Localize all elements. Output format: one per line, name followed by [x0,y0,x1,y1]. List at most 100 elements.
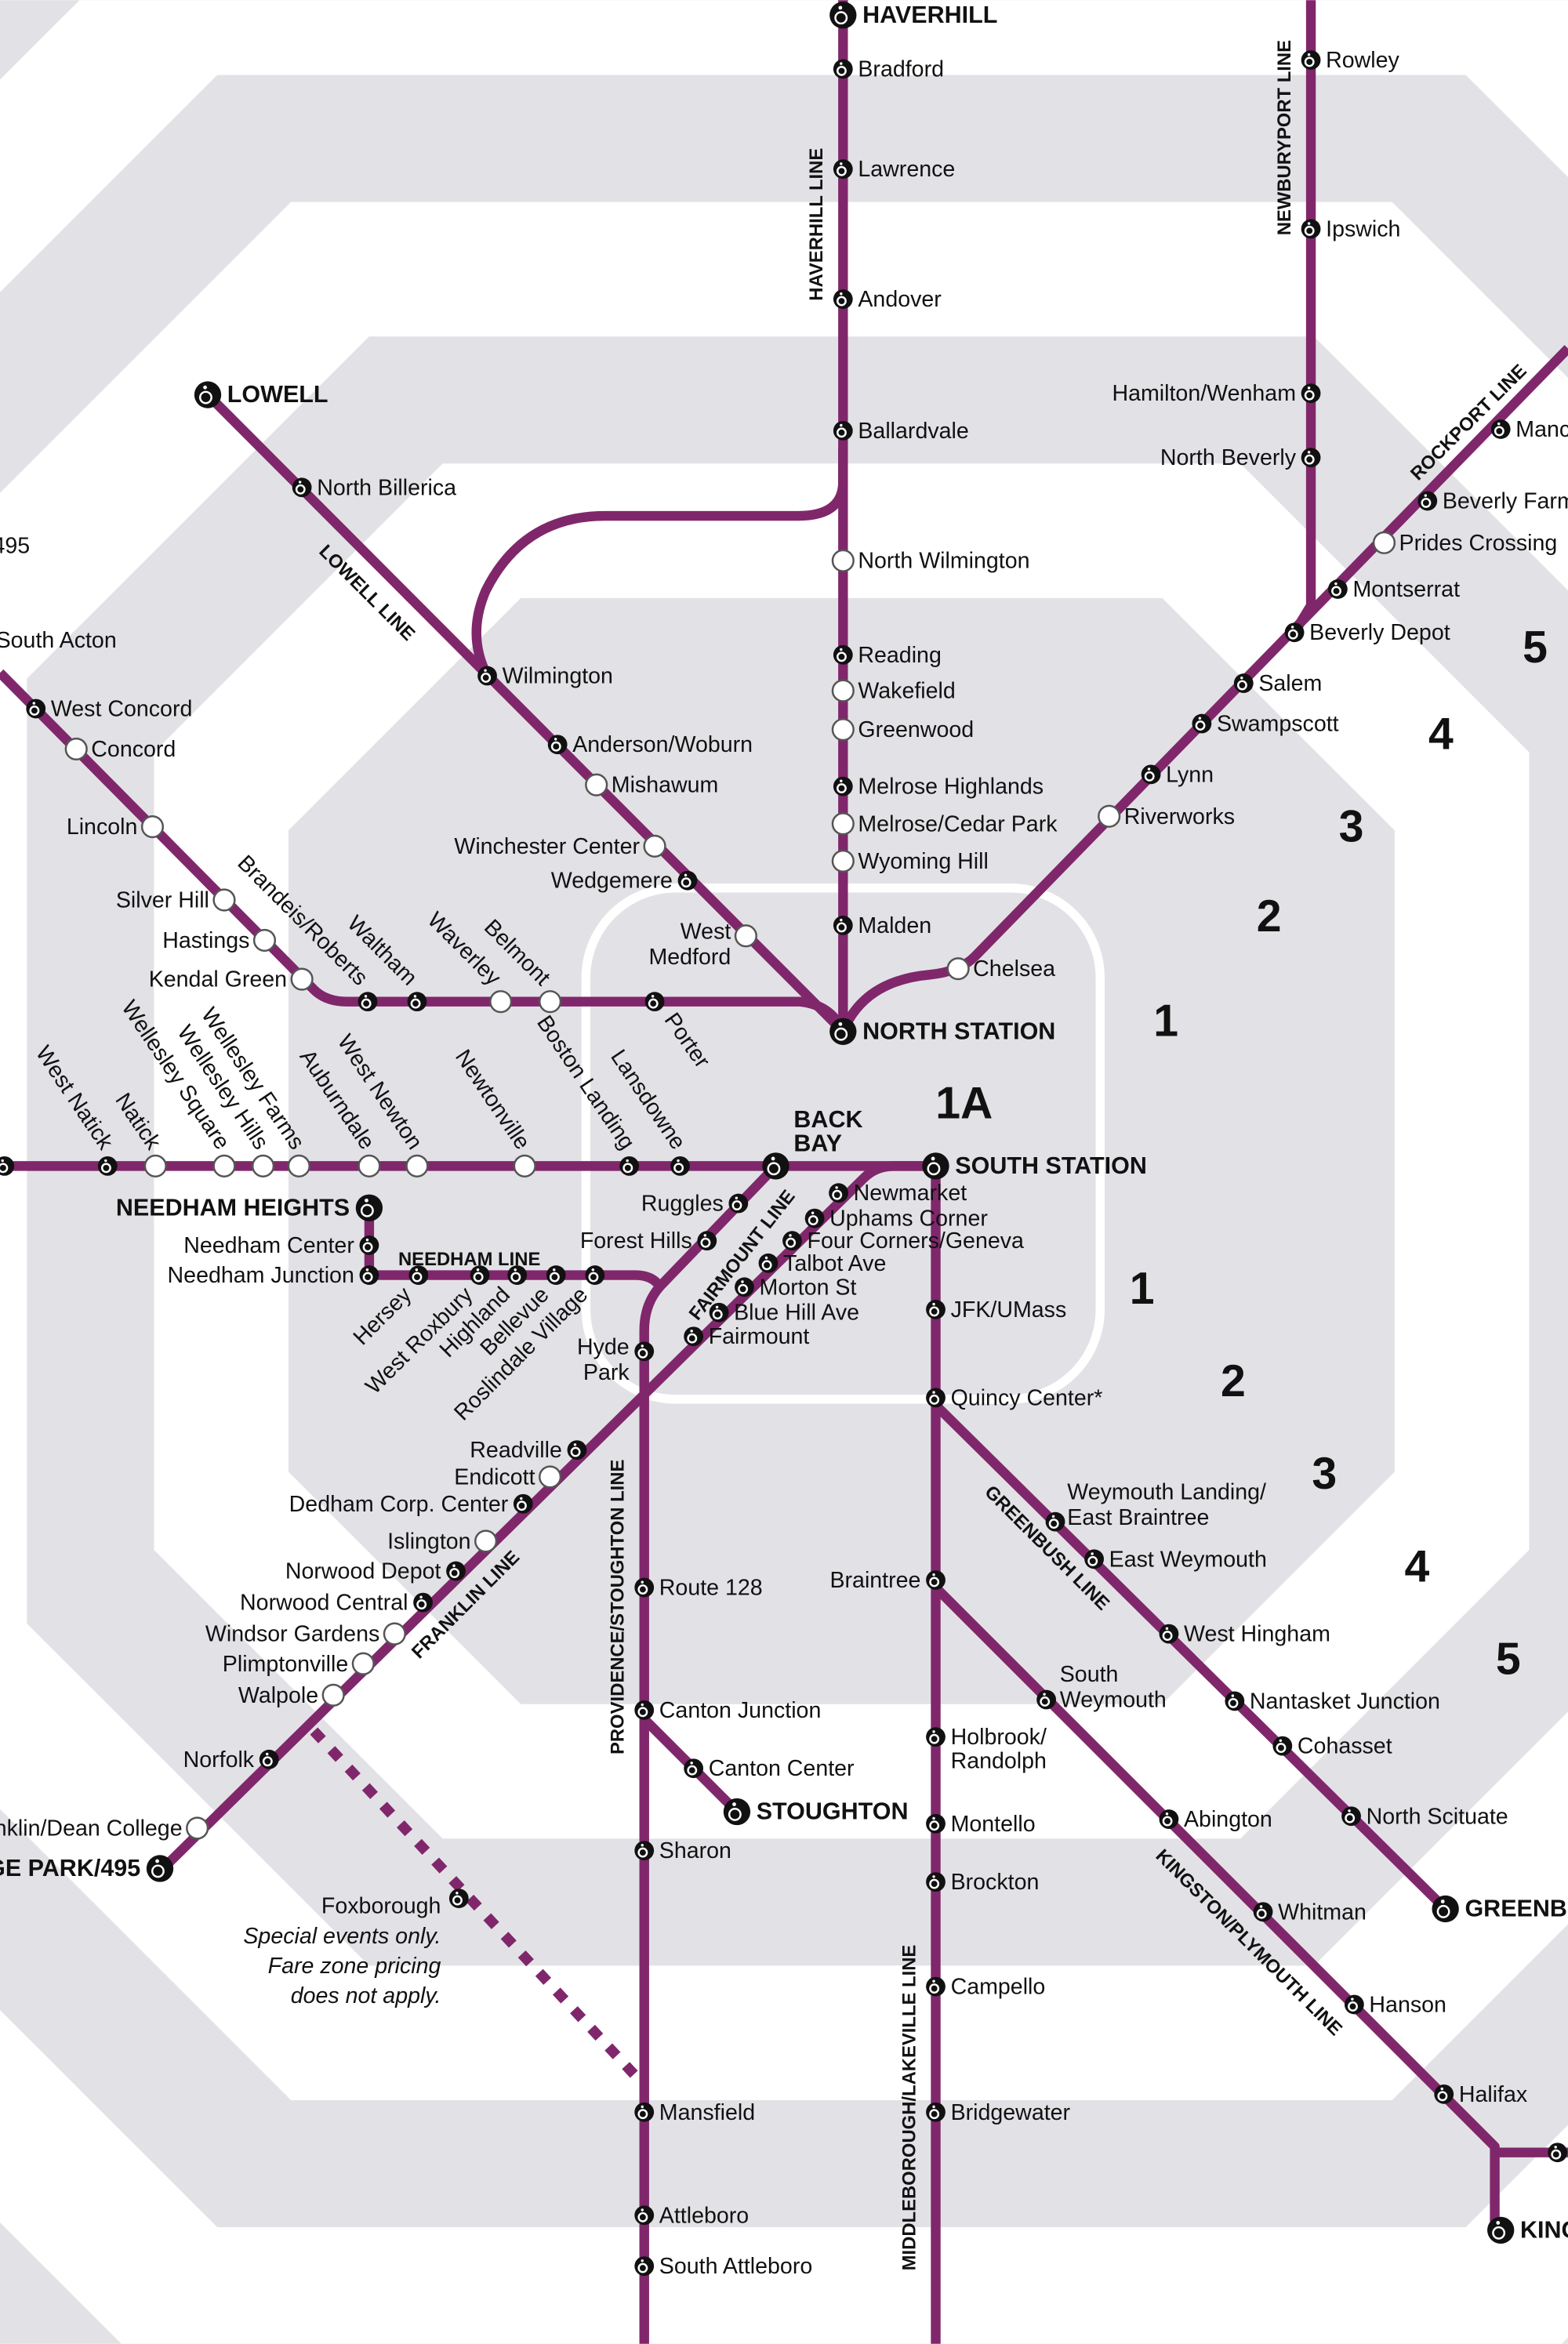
station-mansfield[interactable]: Mansfield [634,2100,755,2125]
station-malden[interactable]: Malden [833,913,931,938]
station-riverworks[interactable]: Riverworks [1098,804,1235,829]
station-bridgewater[interactable]: Bridgewater [926,2100,1071,2125]
station-north-scituate[interactable]: North Scituate [1341,1804,1508,1829]
station-blue-hill-ave[interactable]: Blue Hill Ave [709,1301,859,1326]
station-north-wilmington[interactable]: North Wilmington [831,549,1030,574]
station-melrose-highlands[interactable]: Melrose Highlands [833,775,1044,800]
station-hastings[interactable]: Hastings [162,928,277,953]
station-cohasset[interactable]: Cohasset [1272,1734,1392,1759]
station-lawrence[interactable]: Lawrence [833,157,955,182]
station-nantasket[interactable]: Nantasket Junction [1225,1689,1440,1714]
station-concord[interactable]: Concord [64,737,176,762]
station-reading[interactable]: Reading [833,643,942,668]
station-jfk-umass[interactable]: JFK/UMass [926,1297,1066,1323]
station-canton-junction[interactable]: Canton Junction [634,1698,821,1723]
station-chelsea[interactable]: Chelsea [946,956,1055,982]
station-brockton[interactable]: Brockton [926,1870,1039,1895]
station-wyoming-hill[interactable]: Wyoming Hill [831,849,989,874]
station-forest-hills[interactable]: Forest Hills [580,1228,717,1254]
station-wakefield[interactable]: Wakefield [831,679,956,704]
station-needham-junction[interactable]: Needham Junction [168,1263,379,1288]
station-beverly-farms[interactable]: Beverly Farms [1417,488,1568,513]
station-norfolk[interactable]: Norfolk [183,1747,279,1773]
station-andover[interactable]: Andover [833,287,942,312]
station-silver-hill[interactable]: Silver Hill [116,888,236,913]
station-greenbush[interactable]: GREENBUSH [1432,1895,1568,1923]
station-norwood-depot[interactable]: Norwood Depot [285,1559,466,1584]
station-salem[interactable]: Salem [1233,671,1322,696]
station-north-station[interactable]: NORTH STATION [829,1018,1055,1045]
station-lincoln[interactable]: Lincoln [67,815,165,840]
station-whitman[interactable]: Whitman [1253,1900,1367,1925]
station-west-concord[interactable]: West Concord [26,696,192,721]
station-lynn[interactable]: Lynn [1141,762,1214,787]
station-winchester-center[interactable]: Winchester Center [454,834,666,859]
station-endicott[interactable]: Endicott [454,1464,562,1489]
station-hamilton-wenham[interactable]: Hamilton/Wenham [1112,381,1321,406]
station-east-weymouth[interactable]: East Weymouth [1084,1547,1267,1572]
station-forge-park[interactable]: FORGE PARK/495 [0,1855,174,1882]
station-mishawum[interactable]: Mishawum [585,773,718,798]
station-swampscott[interactable]: Swampscott [1192,712,1339,737]
station-franklin[interactable]: Franklin/Dean College [0,1816,209,1841]
station-south-station[interactable]: SOUTH STATION [922,1152,1147,1180]
station-greenwood[interactable]: Greenwood [831,717,974,742]
station-ipswich[interactable]: Ipswich [1301,216,1401,241]
station-morton-st[interactable]: Morton St [735,1275,856,1300]
station-abington[interactable]: Abington [1159,1807,1272,1832]
station-dedham[interactable]: Dedham Corp. Center [289,1492,533,1517]
station-wedgemere[interactable]: Wedgemere [551,869,698,894]
station-melrose-cedar-park[interactable]: Melrose/Cedar Park [831,811,1058,836]
station-readville[interactable]: Readville [470,1438,587,1463]
station-canton-center[interactable]: Canton Center [684,1756,855,1781]
station-west-hingham[interactable]: West Hingham [1159,1622,1330,1647]
station-label-route-495[interactable]: 495 [0,534,30,559]
station-islington[interactable]: Islington [387,1529,498,1554]
station-hanson[interactable]: Hanson [1344,1992,1446,2017]
station-kendal-green[interactable]: Kendal Green [149,967,314,992]
station-campello[interactable]: Campello [926,1975,1045,2000]
station-needham-center[interactable]: Needham Center [183,1233,379,1258]
station-sharon[interactable]: Sharon [634,1838,731,1863]
station-windsor-gardens[interactable]: Windsor Gardens [205,1622,406,1647]
station-south-attleboro[interactable]: South Attleboro [634,2254,812,2279]
station-weymouth-landing[interactable]: Weymouth Landing/East Braintree [1045,1480,1266,1532]
station-uphams-corner[interactable]: Uphams Corner [804,1206,989,1232]
station-quincy-center[interactable]: Quincy Center* [926,1385,1102,1410]
station-halifax[interactable]: Halifax [1434,2082,1527,2107]
station-lowell[interactable]: LOWELL [194,381,328,408]
station-bradford[interactable]: Bradford [833,56,944,82]
station-four-corners[interactable]: Four Corners/Geneva [782,1228,1024,1254]
station-haverhill[interactable]: HAVERHILL [829,2,997,29]
station-anderson-woburn[interactable]: Anderson/Woburn [547,732,753,757]
station-norwood-central[interactable]: Norwood Central [240,1591,433,1616]
station-attleboro[interactable]: Attleboro [634,2203,749,2228]
station-rowley[interactable]: Rowley [1301,48,1400,73]
station-wilmington[interactable]: Wilmington [477,664,613,689]
station-plimptonville[interactable]: Plimptonville [223,1652,375,1677]
station-label-south-acton[interactable]: South Acton [0,628,117,653]
station-manchester[interactable]: Manchester [1490,417,1568,442]
station-kingston[interactable]: KINGSTON [1487,2216,1568,2244]
station-beverly-depot[interactable]: Beverly Depot [1284,620,1450,645]
station-newmarket[interactable]: Newmarket [829,1181,967,1206]
station-braintree[interactable]: Braintree [829,1568,946,1593]
station-fairmount[interactable]: Fairmount [684,1324,809,1349]
station-north-billerica[interactable]: North Billerica [292,475,456,500]
station-north-beverly[interactable]: North Beverly [1160,445,1321,470]
station-walpole[interactable]: Walpole [238,1683,345,1708]
station-montserrat[interactable]: Montserrat [1327,577,1460,602]
station-holbrook[interactable]: Holbrook/Randolph [926,1725,1047,1774]
station-needham-heights[interactable]: NEEDHAM HEIGHTS [116,1194,383,1221]
station-ballardvale[interactable]: Ballardvale [833,419,969,444]
station-route-128[interactable]: Route 128 [634,1576,763,1601]
station-montello[interactable]: Montello [926,1812,1036,1837]
station-ruggles[interactable]: Ruggles [641,1192,749,1217]
station-talbot-ave[interactable]: Talbot Ave [758,1251,887,1276]
station-prides-crossing[interactable]: Prides Crossing [1372,531,1557,556]
